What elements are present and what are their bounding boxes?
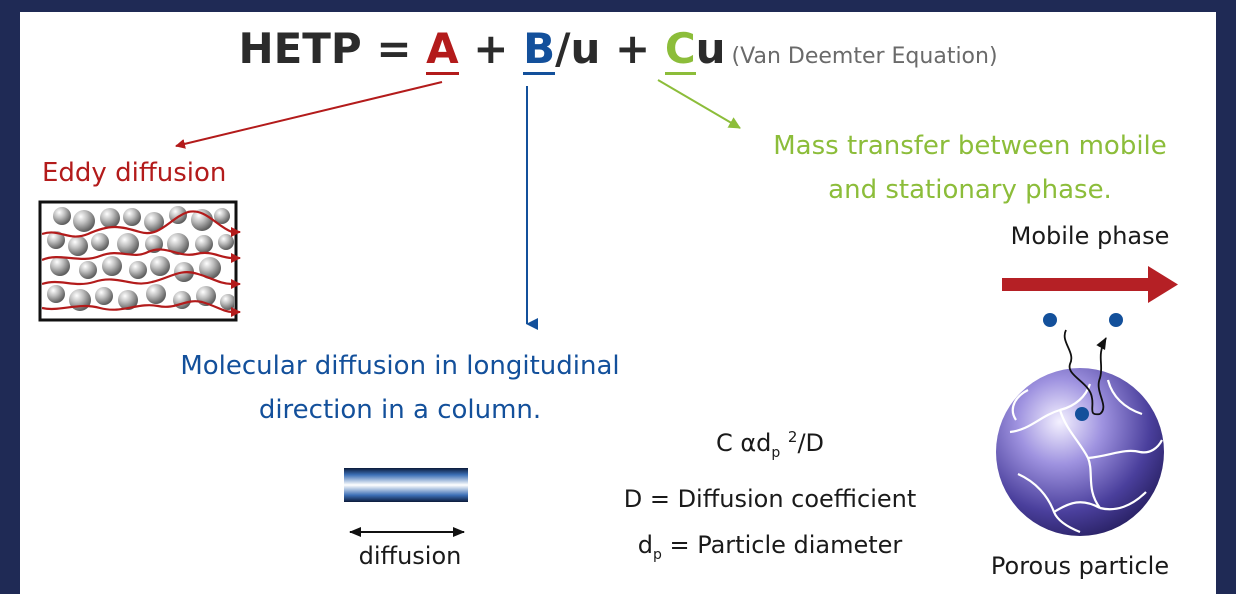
formula-block: C αdp 2/D D = Diffusion coefficient dp =… [560, 414, 980, 578]
equation-title: HETP = A + B/u + Cu(Van Deemter Equation… [20, 24, 1216, 75]
particle-diameter-definition: dp = Particle diameter [560, 522, 980, 578]
diffusion-label: diffusion [358, 542, 462, 570]
column-tube [344, 468, 468, 502]
term-c: C [664, 24, 696, 75]
molecular-diffusion-label: Molecular diffusion in longitudinal dire… [160, 344, 640, 432]
dp-main: d [637, 530, 653, 559]
mobile-phase-arrow [1002, 266, 1178, 303]
c-formula-suffix: /D [797, 429, 825, 457]
equation-prefix: HETP = [238, 24, 427, 73]
porous-particle-label: Porous particle [990, 552, 1170, 580]
c-formula-sub: p [771, 444, 781, 461]
equation-u: u [695, 24, 726, 73]
term-b: B [523, 24, 556, 75]
term-a: A [426, 24, 459, 75]
dp-rest: = Particle diameter [661, 530, 903, 559]
molecular-line-1: Molecular diffusion in longitudinal [180, 351, 620, 381]
molecular-line-2: direction in a column. [258, 395, 542, 425]
dp-sub: p [652, 546, 662, 563]
flow-paths [42, 210, 233, 314]
packing-particles [47, 206, 234, 311]
eddy-diffusion-label: Eddy diffusion [42, 158, 227, 188]
equation-slash-u: /u + [555, 24, 665, 73]
equation-name: (Van Deemter Equation) [731, 44, 998, 69]
c-formula-sup: 2 [787, 428, 798, 446]
mass-transfer-line-2: and stationary phase. [828, 175, 1112, 205]
packed-bed-illustration [38, 200, 241, 322]
c-proportional-formula: C αdp 2/D [560, 414, 980, 476]
slide: HETP = A + B/u + Cu(Van Deemter Equation… [20, 12, 1216, 594]
mass-transfer-arrow [657, 79, 741, 129]
mass-transfer-label: Mass transfer between mobile and station… [720, 124, 1216, 212]
porous-particle-illustration [996, 313, 1164, 536]
eddy-arrow [175, 81, 443, 149]
diffusion-coefficient-definition: D = Diffusion coefficient [623, 484, 917, 513]
c-formula-prefix: C αd [715, 429, 772, 457]
equation-plus: + [458, 24, 524, 73]
mass-transfer-line-1: Mass transfer between mobile [773, 131, 1167, 161]
mobile-phase-label: Mobile phase [1010, 222, 1170, 250]
diagram-graphics [38, 79, 1178, 537]
